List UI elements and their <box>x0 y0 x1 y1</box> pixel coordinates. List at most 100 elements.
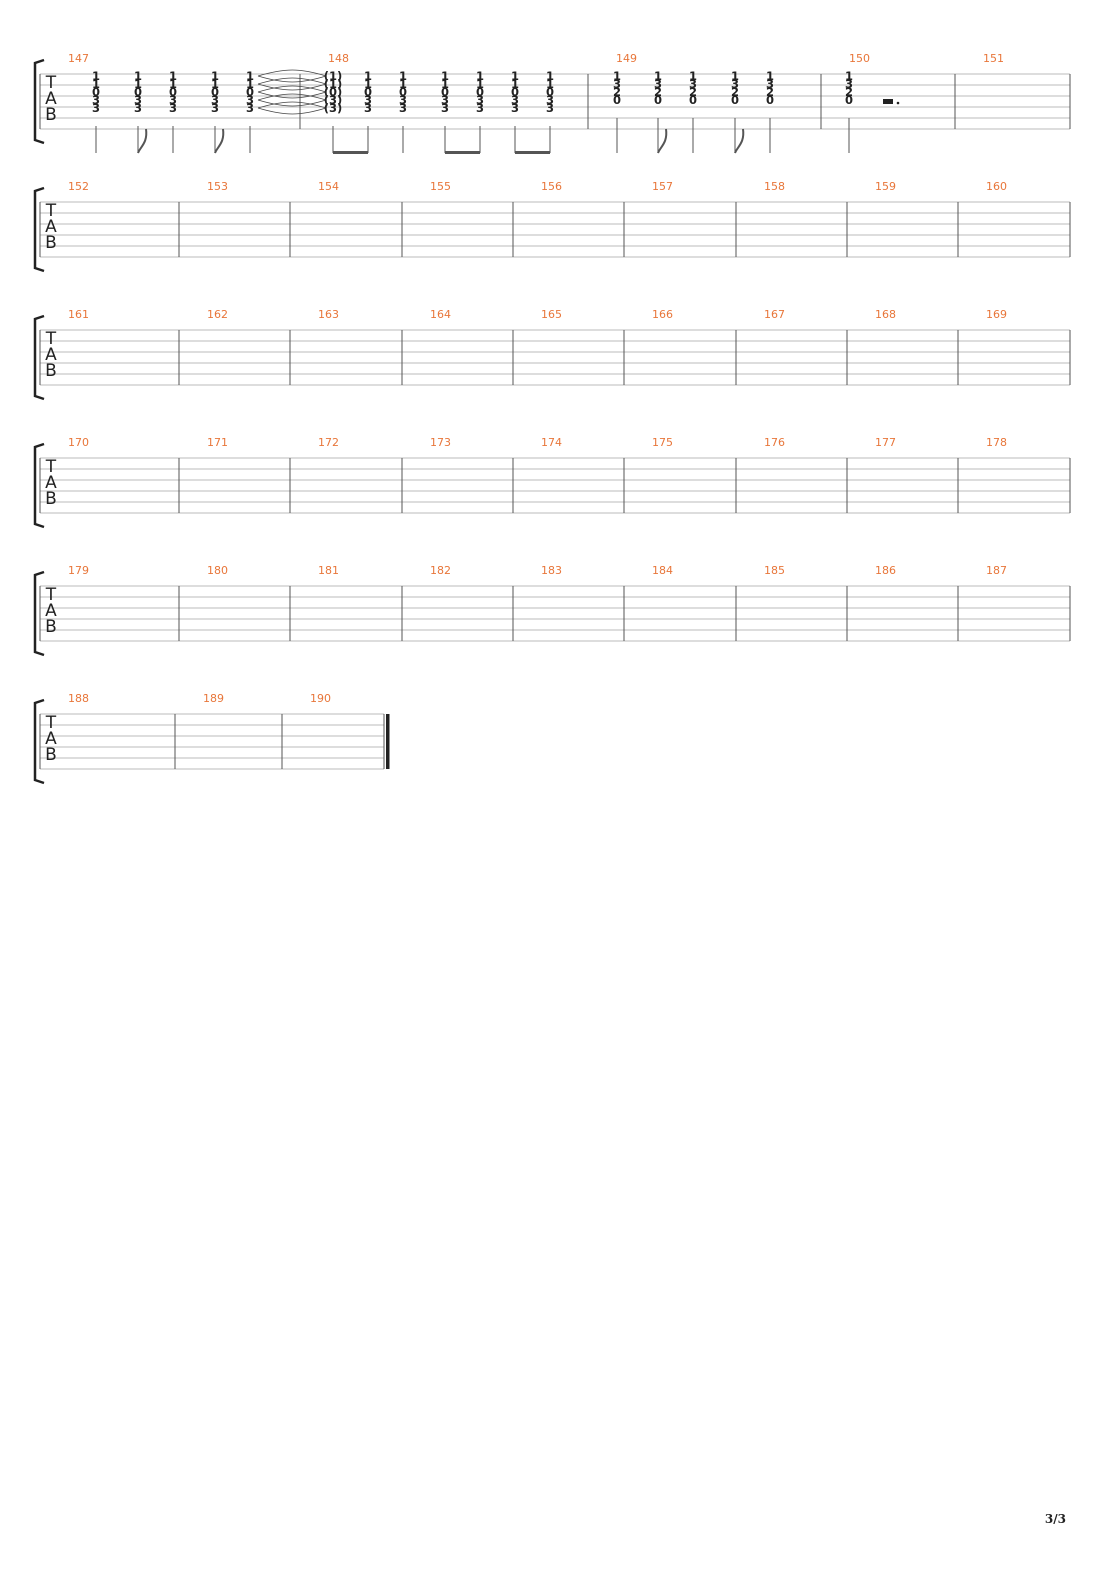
system-bracket <box>33 186 45 273</box>
measure-number: 159 <box>875 180 896 193</box>
measure-number: 174 <box>541 436 562 449</box>
measure-number: 162 <box>207 308 228 321</box>
fret-number: 0 <box>546 85 554 99</box>
fret-number: (1) <box>324 77 343 91</box>
note-beam <box>445 151 480 154</box>
final-barline <box>386 714 390 769</box>
fret-number: 1 <box>766 69 774 83</box>
measure-number: 164 <box>430 308 451 321</box>
tie-arc <box>257 101 327 109</box>
fret-number: 0 <box>845 93 853 107</box>
measure-number: 169 <box>986 308 1007 321</box>
tab-letter: B <box>45 489 57 509</box>
fret-number: 0 <box>134 85 142 99</box>
tab-letter: A <box>45 473 57 493</box>
tab-letter: T <box>45 201 57 221</box>
fret-number: 1 <box>476 69 484 83</box>
fret-number: 3 <box>134 101 142 115</box>
tab-letter: B <box>45 233 57 253</box>
measure-number: 180 <box>207 564 228 577</box>
measure-number: 160 <box>986 180 1007 193</box>
fret-number: 3 <box>731 77 739 91</box>
fret-number: 3 <box>399 93 407 107</box>
tab-letter: A <box>45 345 57 365</box>
fret-number: 0 <box>441 85 449 99</box>
measure-number: 190 <box>310 692 331 705</box>
measure-number: 187 <box>986 564 1007 577</box>
fret-number: 2 <box>766 85 774 99</box>
fret-number: 1 <box>441 77 449 91</box>
system-1-notes: 1103311033110331103311033(1)(1)(0)(3)(3)… <box>92 69 900 154</box>
measure-number: 155 <box>430 180 451 193</box>
fret-number: 3 <box>613 77 621 91</box>
measure-number: 153 <box>207 180 228 193</box>
tab-letter: T <box>45 585 57 605</box>
fret-number: 1 <box>169 69 177 83</box>
half-rest <box>883 99 893 104</box>
fret-number: 3 <box>169 101 177 115</box>
tab-letter: B <box>45 617 57 637</box>
fret-number: 3 <box>441 93 449 107</box>
fret-number: 3 <box>511 101 519 115</box>
fret-number: 3 <box>399 101 407 115</box>
fret-number: 3 <box>134 93 142 107</box>
fret-number: 3 <box>476 101 484 115</box>
fret-number: 3 <box>441 101 449 115</box>
system-bracket <box>33 58 45 145</box>
fret-number: 3 <box>169 93 177 107</box>
fret-number: 3 <box>476 93 484 107</box>
rest-dot <box>896 101 900 105</box>
fret-number: 3 <box>654 77 662 91</box>
tab-letter: T <box>45 329 57 349</box>
measure-number: 179 <box>68 564 89 577</box>
system-bracket <box>33 442 45 529</box>
note-flag <box>734 128 745 154</box>
fret-number: 1 <box>441 69 449 83</box>
measure-number: 182 <box>430 564 451 577</box>
fret-number: 0 <box>654 93 662 107</box>
measure-number: 157 <box>652 180 673 193</box>
fret-number: (0) <box>324 85 343 99</box>
fret-number: 1 <box>399 69 407 83</box>
measure-number: 181 <box>318 564 339 577</box>
fret-number: 0 <box>211 85 219 99</box>
fret-number: 1 <box>399 77 407 91</box>
fret-number: 0 <box>246 85 254 99</box>
fret-number: 3 <box>211 93 219 107</box>
measure-number: 166 <box>652 308 673 321</box>
system-bracket <box>33 698 45 785</box>
tie-arc <box>257 99 327 107</box>
chord: (1)(1)(0)(3)(3) <box>324 69 343 115</box>
fret-number: 1 <box>546 69 554 83</box>
fret-number: 1 <box>654 69 662 83</box>
fret-number: 3 <box>92 93 100 107</box>
page-number: 3/3 <box>1044 1512 1066 1526</box>
fret-number: 2 <box>845 85 853 99</box>
tab-letter: A <box>45 601 57 621</box>
measure-number: 189 <box>203 692 224 705</box>
fret-number: 1 <box>476 77 484 91</box>
measure-number: 161 <box>68 308 89 321</box>
tie-arc <box>257 77 327 85</box>
fret-number: 3 <box>364 93 372 107</box>
fret-number: 2 <box>731 85 739 99</box>
fret-number: 1 <box>689 69 697 83</box>
fret-number: 1 <box>731 69 739 83</box>
fret-number: 3 <box>546 93 554 107</box>
note-flag <box>137 128 148 154</box>
measure-number: 168 <box>875 308 896 321</box>
